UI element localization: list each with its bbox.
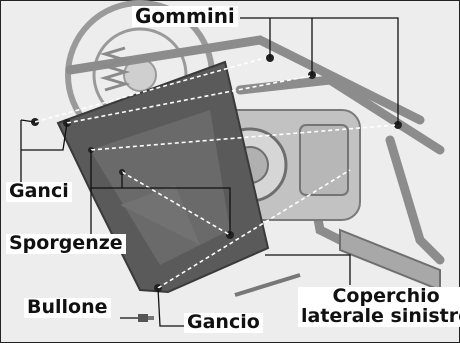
- label-left-side-cover-line2: laterale sinistro: [301, 307, 460, 327]
- label-hook: Gancio: [184, 313, 263, 333]
- label-hooks: Ganci: [6, 182, 72, 202]
- bolt-icon: [138, 314, 154, 322]
- label-protrusions: Sporgenze: [6, 234, 126, 254]
- label-left-side-cover: Coperchio laterale sinistro: [298, 287, 460, 327]
- label-left-side-cover-line1: Coperchio: [301, 287, 460, 307]
- left-side-cover: [58, 62, 268, 292]
- label-rubber-grommets: Gommini: [132, 6, 238, 27]
- label-bolt: Bullone: [24, 298, 111, 318]
- rear-shock: [105, 48, 125, 90]
